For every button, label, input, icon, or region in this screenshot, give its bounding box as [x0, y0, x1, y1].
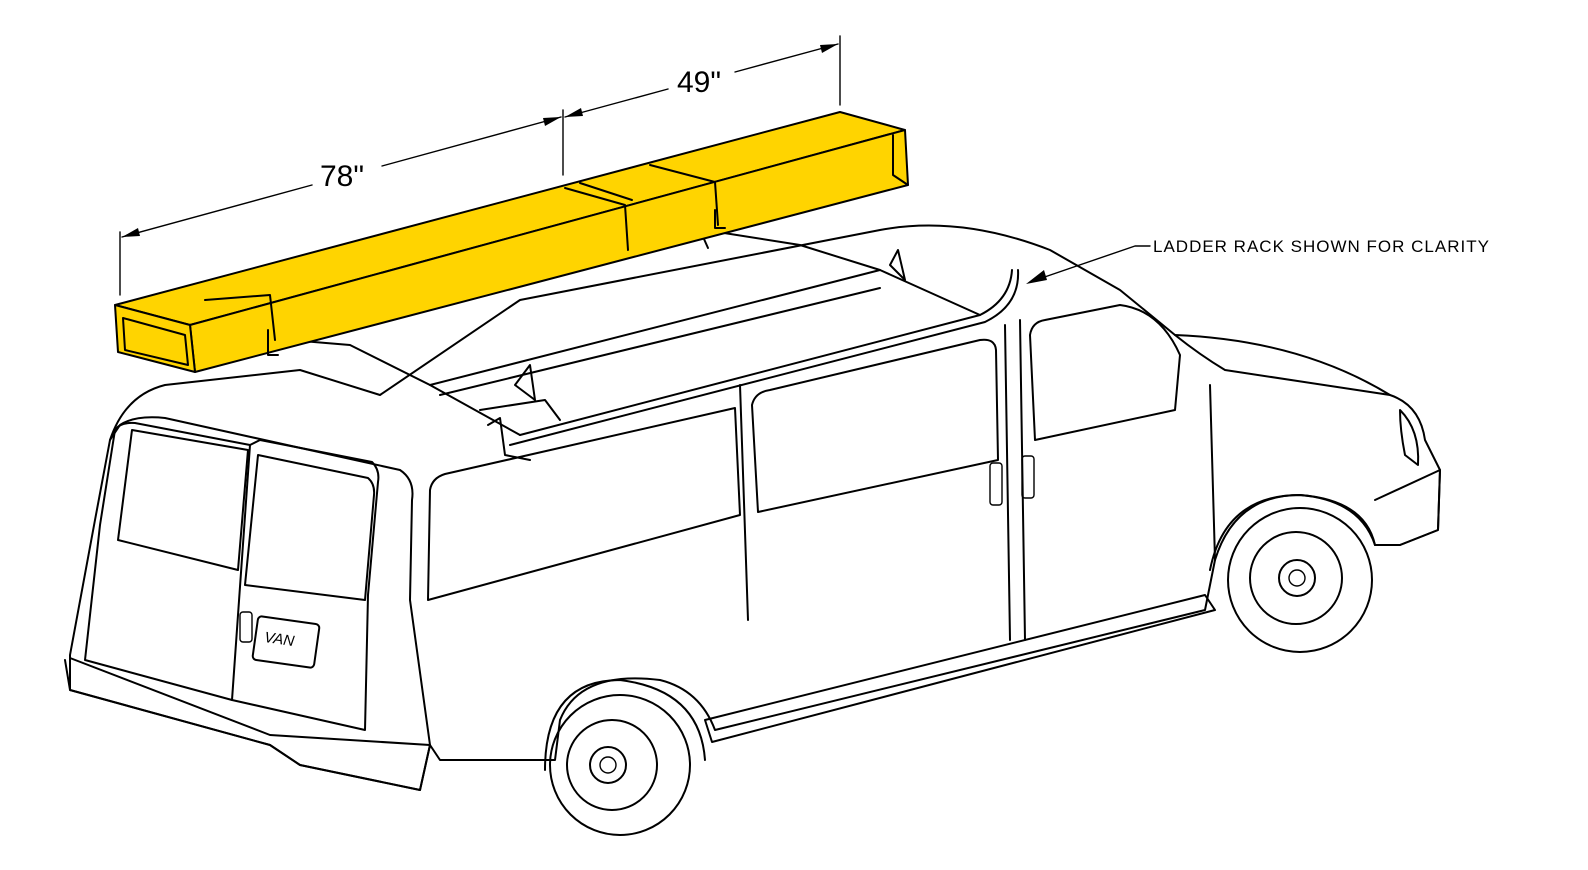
side-door-seam-1	[739, 384, 749, 621]
dimension-49-line-left	[564, 88, 669, 118]
tube-bracket-rear	[267, 329, 279, 356]
tube-front-cap	[892, 134, 909, 186]
rear-wheel	[544, 679, 706, 836]
hood-line	[1174, 334, 1391, 396]
front-bumper	[1374, 469, 1441, 546]
dimension-78-line-right	[381, 116, 562, 167]
rear-bumper	[64, 657, 431, 791]
rear-face	[109, 416, 431, 746]
tube-seam-front	[649, 164, 719, 226]
door-handle-left	[989, 462, 1003, 506]
tube-bracket-front	[714, 209, 726, 229]
rear-window-right	[244, 454, 376, 601]
side-door-seam-2	[1004, 324, 1011, 641]
headlight	[1399, 409, 1420, 466]
rear-door-right	[231, 439, 380, 731]
front-door-rear-seam	[1209, 384, 1216, 561]
rack-mount-rear	[487, 417, 531, 461]
side-window-rear	[427, 407, 741, 601]
dimension-78-arrow-left	[122, 228, 140, 237]
license-plate-text: VAN	[263, 629, 295, 650]
rack-side-rail-right	[519, 269, 1013, 436]
dimension-49-line-right	[734, 43, 839, 73]
door-handle-right	[1021, 455, 1035, 499]
dimension-78-label: 78"	[320, 160, 364, 193]
dimension-49-arrow-right	[820, 44, 838, 53]
dimension-49-label: 49"	[677, 66, 721, 99]
rack-rung-2	[439, 287, 881, 396]
rack-side-rail-left	[429, 269, 881, 386]
license-plate-handle	[239, 611, 253, 643]
tube-seam-rear	[204, 294, 276, 341]
license-plate-frame	[251, 615, 321, 669]
callout-arrowhead	[1026, 270, 1047, 284]
rear-door-left	[84, 421, 251, 701]
rack-clamp-rear	[514, 364, 536, 401]
callout-label: LADDER RACK SHOWN FOR CLARITY	[1153, 237, 1490, 256]
dimension-lines: 78" 49"	[119, 35, 841, 296]
rack-side-rail-right-2	[509, 269, 1020, 446]
storage-tube	[114, 111, 909, 373]
side-window-front-door	[1029, 304, 1181, 441]
van: VAN	[64, 224, 1441, 836]
rack-rung-1	[479, 399, 561, 421]
tube-seam-middle-2	[579, 182, 633, 201]
rear-window-left	[117, 429, 249, 571]
callout-leader-line	[1029, 245, 1151, 283]
rack-clamp-front	[889, 249, 906, 281]
dimension-49-arrow-left	[565, 108, 583, 117]
tube-end-cap	[122, 317, 189, 366]
tube-seam-middle-1	[564, 187, 629, 251]
dimension-78-line-left	[121, 184, 313, 238]
ladder-rack-callout: LADDER RACK SHOWN FOR CLARITY	[1026, 237, 1490, 284]
running-board	[704, 594, 1216, 743]
front-wheel	[1209, 494, 1376, 653]
side-window-middle	[751, 338, 999, 513]
dimension-78-arrow-right	[543, 117, 561, 126]
